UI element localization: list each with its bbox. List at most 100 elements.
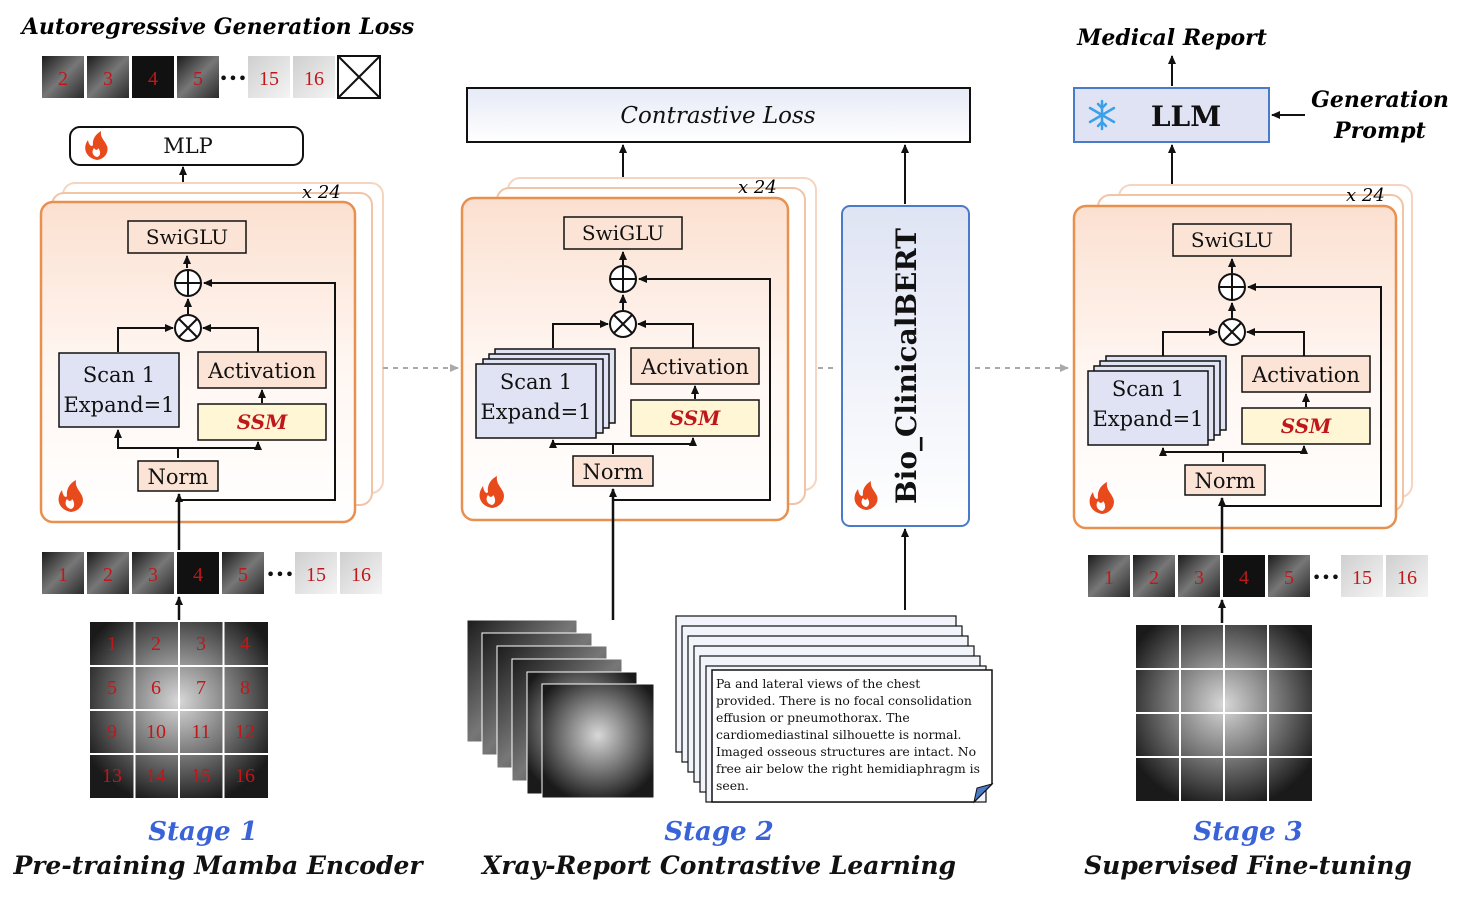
- output-tile-image: [42, 56, 84, 98]
- activation-label: Activation: [1251, 363, 1360, 387]
- bio-clinicalbert-box: [841, 205, 970, 527]
- input-tile-label: 16: [1397, 567, 1417, 589]
- grid-tile-label: 10: [146, 721, 166, 743]
- ellipsis: •••: [219, 69, 247, 88]
- input-tile-label: 2: [1149, 567, 1159, 589]
- contrastive-loss-label: Contrastive Loss: [620, 103, 815, 129]
- swiglu-box: [1172, 223, 1292, 257]
- norm-label: Norm: [148, 465, 209, 489]
- llm-box: [1073, 87, 1270, 143]
- input-tile-label: 3: [148, 564, 158, 586]
- scan-box: [475, 363, 597, 439]
- grid-tile-label: 7: [196, 677, 206, 699]
- grid-tile-label: 13: [102, 765, 122, 787]
- ssm-box: [630, 399, 760, 437]
- swiglu-label: SwiGLU: [146, 225, 228, 249]
- ssm-label: SSM: [237, 410, 288, 434]
- stage3-label: Stage 3: [1193, 817, 1303, 847]
- stage3-caption: Supervised Fine-tuning: [1084, 851, 1412, 880]
- grid-tile-label: 6: [151, 677, 161, 699]
- stage1-xray-grid: 1 2 3 4 5 6 7 8 9 10 11 12 13 14 15 16: [90, 622, 268, 798]
- output-tile-label: 15: [259, 68, 279, 90]
- output-tile-image: [132, 56, 174, 98]
- swiglu-label: SwiGLU: [1191, 228, 1273, 252]
- input-tile-label: 4: [193, 564, 203, 586]
- activation-box: [1241, 355, 1371, 393]
- stage3-xray-grid: [1136, 625, 1312, 801]
- activation-box: [630, 347, 760, 385]
- input-tile-image: [1133, 555, 1175, 597]
- fire-icon: [479, 476, 504, 508]
- output-tile-label: 16: [304, 68, 324, 90]
- input-tile-label: 1: [58, 564, 68, 586]
- output-tile-label: 2: [58, 68, 68, 90]
- output-tile-image: [248, 56, 290, 98]
- grid-tile-label: 1: [107, 633, 117, 655]
- output-tile-image: [177, 56, 219, 98]
- swiglu-label: SwiGLU: [582, 221, 664, 245]
- report-line: provided. There is no focal consolidatio…: [716, 693, 972, 708]
- stage3-input-tiles: 1 2 3 4 5 ••• 15 16: [1088, 555, 1428, 597]
- input-tile-image: [132, 552, 174, 594]
- mlp-label: MLP: [163, 134, 213, 158]
- activation-box: [197, 351, 327, 389]
- ssm-box: [197, 403, 327, 441]
- input-tile-label: 4: [1239, 567, 1249, 589]
- norm-box: [1184, 464, 1266, 496]
- grid-tile-label: 12: [235, 721, 255, 743]
- input-tile-image: [1341, 555, 1383, 597]
- report-line: seen.: [716, 778, 749, 793]
- stage1-caption: Pre-training Mamba Encoder: [12, 851, 424, 880]
- input-tile-image: [1386, 555, 1428, 597]
- ellipsis: •••: [266, 565, 294, 584]
- grid-tile-label: 15: [191, 765, 211, 787]
- scan-box: [1087, 370, 1209, 446]
- stage2-group: Contrastive Loss x 24 SwiGLU Scan 1 Expa…: [460, 87, 994, 880]
- input-tile-image: [340, 552, 382, 594]
- input-tile-image: [87, 552, 129, 594]
- grid-tile-label: 3: [196, 633, 206, 655]
- input-tile-label: 5: [1284, 567, 1294, 589]
- repeat-label: x 24: [302, 182, 341, 203]
- grid-tile-label: 14: [146, 765, 166, 787]
- report-line: Imaged osseous structures are intact. No: [716, 744, 976, 759]
- generation-prompt-line1: Generation: [1311, 87, 1449, 113]
- input-tile-label: 16: [351, 564, 371, 586]
- stacked-xray-images: [466, 619, 655, 799]
- report-line: cardiomediastinal silhouette is normal.: [716, 727, 961, 742]
- input-tile-image: [1268, 555, 1310, 597]
- input-tile-image: [1223, 555, 1265, 597]
- stage1-group: Autoregressive Generation Loss 2 3 4 5 •…: [12, 14, 424, 880]
- input-tile-label: 15: [1352, 567, 1372, 589]
- norm-box: [137, 460, 219, 492]
- fire-icon: [58, 480, 83, 512]
- input-tile-image: [1088, 555, 1130, 597]
- scan-line2: Expand=1: [1092, 407, 1203, 431]
- llm-label: LLM: [1151, 100, 1221, 133]
- grid-tile-label: 5: [107, 677, 117, 699]
- ssm-label: SSM: [1281, 414, 1332, 438]
- input-tile-image: [295, 552, 337, 594]
- scan-line1: Scan 1: [1112, 377, 1184, 401]
- swiglu-box: [127, 220, 247, 254]
- scan-box: [58, 352, 180, 428]
- grid-tile-label: 9: [107, 721, 117, 743]
- fire-icon: [854, 481, 878, 510]
- input-tile-image: [222, 552, 264, 594]
- mlp-box: [69, 126, 304, 166]
- output-tile-label: 5: [193, 68, 203, 90]
- input-tile-label: 3: [1194, 567, 1204, 589]
- activation-label: Activation: [640, 355, 749, 379]
- input-tile-label: 2: [103, 564, 113, 586]
- report-line: effusion or pneumothorax. The: [716, 710, 910, 725]
- snowflake-icon: [1088, 99, 1116, 131]
- stage2-label: Stage 2: [664, 817, 774, 847]
- ssm-label: SSM: [670, 406, 721, 430]
- contrastive-loss-box: [466, 87, 971, 143]
- report-line: free air below the right hemidiaphragm i…: [716, 761, 980, 776]
- repeat-label: x 24: [1346, 185, 1385, 206]
- stage3-group: Medical Report LLM Generation Prompt x 2…: [1072, 25, 1449, 880]
- output-tile-image: [87, 56, 129, 98]
- scan-line1: Scan 1: [500, 370, 572, 394]
